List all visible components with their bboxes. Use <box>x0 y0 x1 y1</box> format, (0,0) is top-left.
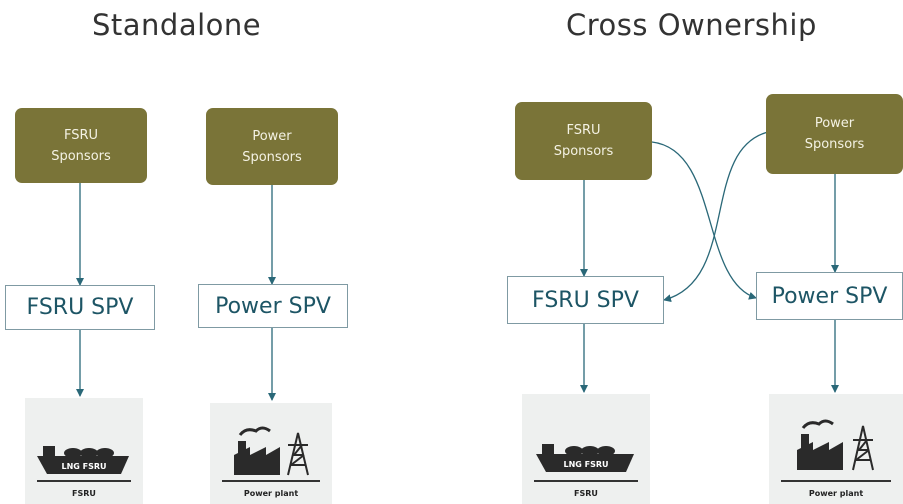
cross-power-plant-asset-caption: Power plant <box>808 489 864 498</box>
lng-ship-icon: LNG FSRU <box>37 446 129 474</box>
factory-pylon-icon <box>234 426 309 476</box>
factory-pylon-icon <box>797 419 874 471</box>
cross-fsru-asset-caption: FSRU <box>574 489 598 498</box>
cross-power-plant-asset-tile: Power plant <box>769 394 903 504</box>
fsru-asset-caption: FSRU <box>72 489 96 498</box>
arrow-cross-fsru-sponsors-to-power-spv <box>651 141 757 300</box>
fsru-spv-box: FSRU SPV <box>5 285 155 330</box>
lng-ship-icon: LNG FSRU <box>536 444 634 472</box>
ship-label: LNG FSRU <box>61 462 106 471</box>
fsru-sponsors-box: FSRU Sponsors <box>15 108 147 183</box>
cross-power-sponsors-box: Power Sponsors <box>766 94 903 174</box>
power-spv-box: Power SPV <box>198 284 348 328</box>
arrow-cross-power-sponsors-to-fsru-spv <box>663 131 769 303</box>
cross-fsru-sponsors-box: FSRU Sponsors <box>515 102 652 180</box>
plant-ground-line <box>222 480 320 482</box>
cross-fsru-spv-box: FSRU SPV <box>507 276 664 324</box>
cross-ship-waterline <box>534 480 638 482</box>
fsru-sponsors-line1: FSRU <box>63 127 99 143</box>
cross-ship-label: LNG FSRU <box>563 460 608 469</box>
cross-fsru-sponsors-line2: Sponsors <box>553 144 614 159</box>
cross-ownership-title: Cross Ownership <box>566 8 817 42</box>
fsru-asset-tile: LNG FSRU FSRU <box>25 398 143 504</box>
cross-fsru-sponsors-line1: FSRU <box>566 123 601 138</box>
power-plant-asset-tile: Power plant <box>210 403 332 504</box>
cross-power-sponsors-line2: Sponsors <box>804 137 865 152</box>
cross-power-sponsors-line1: Power <box>814 116 855 131</box>
power-plant-asset-caption: Power plant <box>243 489 299 498</box>
standalone-title: Standalone <box>92 8 262 42</box>
fsru-sponsors-line2: Sponsors <box>51 148 111 164</box>
power-sponsors-box: Power Sponsors <box>206 108 338 185</box>
cross-fsru-asset-tile: LNG FSRU FSRU <box>522 394 650 504</box>
power-sponsors-line1: Power <box>252 128 292 144</box>
cross-plant-ground-line <box>781 480 891 482</box>
cross-power-spv-box: Power SPV <box>756 272 903 320</box>
power-sponsors-line2: Sponsors <box>242 149 302 165</box>
ship-waterline <box>37 480 131 482</box>
